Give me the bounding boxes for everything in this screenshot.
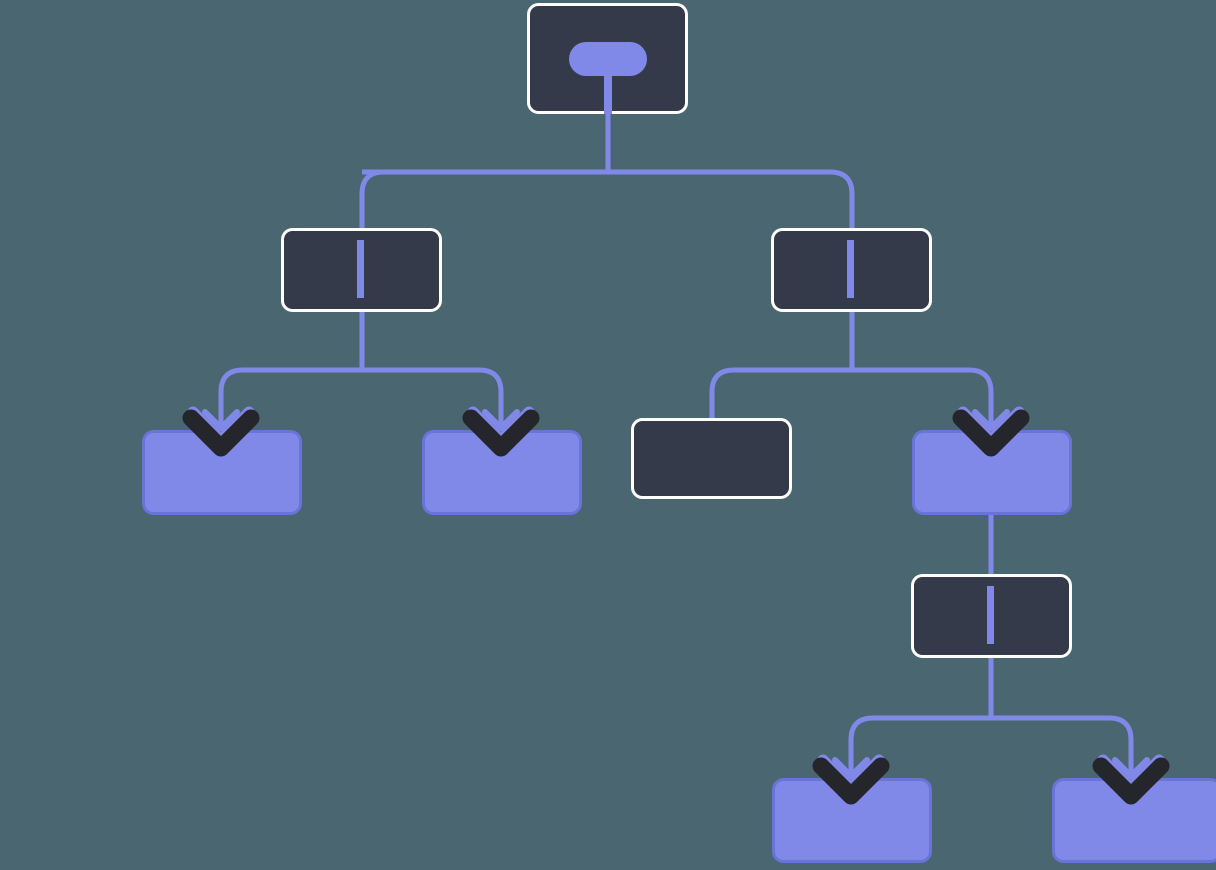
node-n7-caret-icon [987,586,994,644]
node-n0-pill-marker [569,42,647,76]
node-n5[interactable] [631,418,792,499]
arrowhead-to-n6-inner-purple-chevron [972,409,1010,431]
edge-root-bus-left [359,169,608,250]
arrowhead-to-n8 [812,754,890,805]
node-n2[interactable] [771,228,932,312]
arrowhead-to-n9-inner-purple-chevron [1112,757,1150,779]
node-n1-caret-icon [357,240,364,298]
arrowhead-to-n3-dark-chevron [182,409,260,457]
arrowhead-to-n8-dark-chevron [812,757,890,805]
arrowhead-to-n4-inner-purple-chevron [482,409,520,431]
arrowhead-to-n3 [182,406,260,457]
arrowhead-to-n6 [952,406,1030,457]
arrowhead-to-n4 [462,406,540,457]
arrowhead-layer [182,406,1170,805]
arrowhead-to-n6-dark-chevron [952,409,1030,457]
arrowhead-to-n9-dark-chevron [1092,757,1170,805]
node-n0-pill-stem [604,74,612,114]
edge-n2-to-n5 [709,367,852,420]
edge-n1-to-n3 [218,367,362,440]
node-n5-body[interactable] [631,418,792,499]
edge-n2-to-n6 [852,367,994,440]
edge-root-bus-right [608,169,855,250]
node-n7[interactable] [911,574,1072,658]
node-n0[interactable] [527,3,688,115]
edge-n7-to-n8 [848,715,991,788]
arrowhead-to-n3-inner-purple-chevron [202,409,240,431]
edge-n7-to-n9 [991,715,1134,788]
node-n2-caret-icon [847,240,854,298]
arrowhead-to-n9 [1092,754,1170,805]
node-n1[interactable] [281,228,442,312]
edge-n1-to-n4 [362,367,504,440]
arrowhead-to-n8-inner-purple-chevron [832,757,870,779]
arrowhead-to-n4-dark-chevron [462,409,540,457]
